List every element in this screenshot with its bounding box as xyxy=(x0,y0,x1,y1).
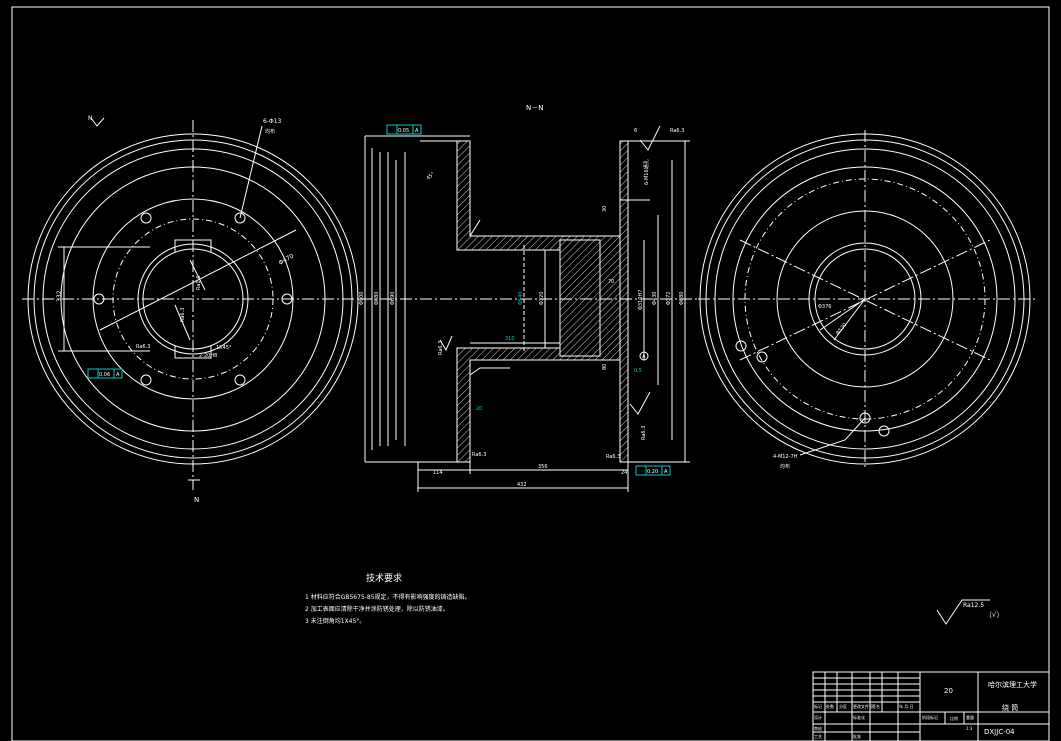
dim-right-2: Φ372 xyxy=(666,292,672,305)
dim-24: 24 xyxy=(621,470,627,476)
title-drawing-no: DXJJC-04 xyxy=(984,728,1015,736)
title-part-name: 绕 筒 xyxy=(1002,703,1018,712)
left-view-mark-bottom: N xyxy=(194,496,199,504)
surface-symbol-value: Ra12.5 xyxy=(963,602,984,609)
roughness-left: Ra6.3 xyxy=(438,341,444,355)
left-view xyxy=(22,117,365,490)
dim-20: 20 xyxy=(476,406,482,412)
title-cell-change-doc: 更改文件号 xyxy=(853,703,873,709)
dim-70: 70 xyxy=(608,279,614,285)
title-cell-count: 处数 xyxy=(826,703,834,709)
left-hole-note: 6-Φ13 xyxy=(263,118,282,125)
note-thread: 6-M16通孔 xyxy=(643,159,650,185)
title-cell-approve: 批准 xyxy=(853,733,861,739)
title-cell-review: 审核 xyxy=(814,725,822,731)
title-quantity: 20 xyxy=(944,687,953,695)
left-note-a: 2-20H8 xyxy=(199,353,217,359)
title-cell-zone: 分区 xyxy=(839,703,847,709)
tech-req-title: 技术要求 xyxy=(366,572,402,584)
surface-symbol-suffix: （√） xyxy=(985,611,1003,619)
dim-05: 0.5 xyxy=(634,368,642,374)
left-hole-note-sub: 均布 xyxy=(265,128,275,135)
dim-outer: Φ900 xyxy=(359,292,365,305)
title-scale-label: 比例 xyxy=(950,715,958,721)
left-note-b: 1X45° xyxy=(216,345,232,351)
roughness-mid: Ra6.3 xyxy=(606,454,620,460)
section-label: N－N xyxy=(526,104,543,112)
angle-note: 45° xyxy=(425,171,436,182)
title-cell-mark: 标记 xyxy=(814,703,822,709)
left-roughness-2: Ra1.6 xyxy=(196,276,202,290)
dim-6: 6 xyxy=(634,128,637,134)
left-tolerance-value: 0.06 xyxy=(99,372,110,378)
dim-310: 310 xyxy=(505,336,515,342)
left-roughness-1: Ra6.3 xyxy=(136,344,150,350)
title-cell-sign: 签名 xyxy=(872,703,880,709)
title-cell-stage: 阶段标记 xyxy=(922,714,938,720)
left-tolerance-frame: 0.06 A xyxy=(87,368,123,379)
surface-symbol xyxy=(936,599,990,625)
title-cell-standard: 标准化 xyxy=(853,714,865,720)
tech-req-item-1: 1 材料应符合GB5675-85规定，不得有影响强度的铸造缺陷。 xyxy=(305,593,471,601)
tech-req-item-2: 2 加工表面应清除干净并涂防锈处理，除以防锈油漆。 xyxy=(305,605,449,613)
title-cell-weight: 重量 xyxy=(966,714,974,720)
dim-right-3: Φ880 xyxy=(679,292,685,305)
section-view xyxy=(360,125,700,492)
title-block xyxy=(812,671,1050,741)
drawing-frame xyxy=(11,6,1050,741)
left-dim-332: 332 xyxy=(56,290,63,302)
right-hole-note: 4-M12-7H xyxy=(773,454,798,460)
right-dia-1: Φ376 xyxy=(818,304,831,310)
section-runout-frame: 0.20 A xyxy=(635,465,671,476)
right-view xyxy=(698,130,1035,468)
dim-114: 114 xyxy=(433,470,443,476)
dim-left-hub: Φ690 xyxy=(390,292,396,305)
section-datum-label: A xyxy=(642,354,646,360)
dim-432: 432 xyxy=(517,482,527,488)
left-roughness-3: Ra6.3 xyxy=(180,308,186,322)
dim-30: 30 xyxy=(602,206,608,212)
section-flatness-frame: 0.05 A xyxy=(386,124,422,135)
section-flatness-datum: A xyxy=(415,128,419,134)
roughness-top: Ra6.3 xyxy=(670,128,684,134)
title-cell-date: 年.月.日 xyxy=(899,703,914,709)
dim-bore-1: Φ540 xyxy=(518,292,524,305)
dim-right-1: Φ430 xyxy=(652,292,658,305)
left-pcd: Φ470 xyxy=(278,252,296,266)
section-runout-value: 0.20 xyxy=(647,469,658,475)
tech-req-item-3: 3 未注倒角均1X45°。 xyxy=(305,617,365,625)
section-runout-datum: A xyxy=(664,469,668,475)
dim-80: 80 xyxy=(602,364,608,370)
left-view-mark-top: N xyxy=(88,115,93,122)
title-school: 哈尔滨理工大学 xyxy=(988,680,1037,689)
section-flatness-value: 0.05 xyxy=(398,128,409,134)
title-cell-process: 工艺 xyxy=(814,734,822,739)
dim-keyed: Φ310H7 xyxy=(638,290,644,310)
title-scale-value: 1:3 xyxy=(966,726,973,731)
dim-bore-2: Φ320 xyxy=(539,292,545,305)
roughness-bottom: Ra6.3 xyxy=(472,452,486,458)
right-hole-note-sub: 均布 xyxy=(780,463,790,470)
title-cell-design: 设计 xyxy=(814,714,822,720)
roughness-right: Ra6.3 xyxy=(641,426,647,440)
dim-flange: Φ880 xyxy=(374,292,380,305)
dim-356: 356 xyxy=(538,464,548,470)
left-tolerance-datum: A xyxy=(116,372,120,378)
